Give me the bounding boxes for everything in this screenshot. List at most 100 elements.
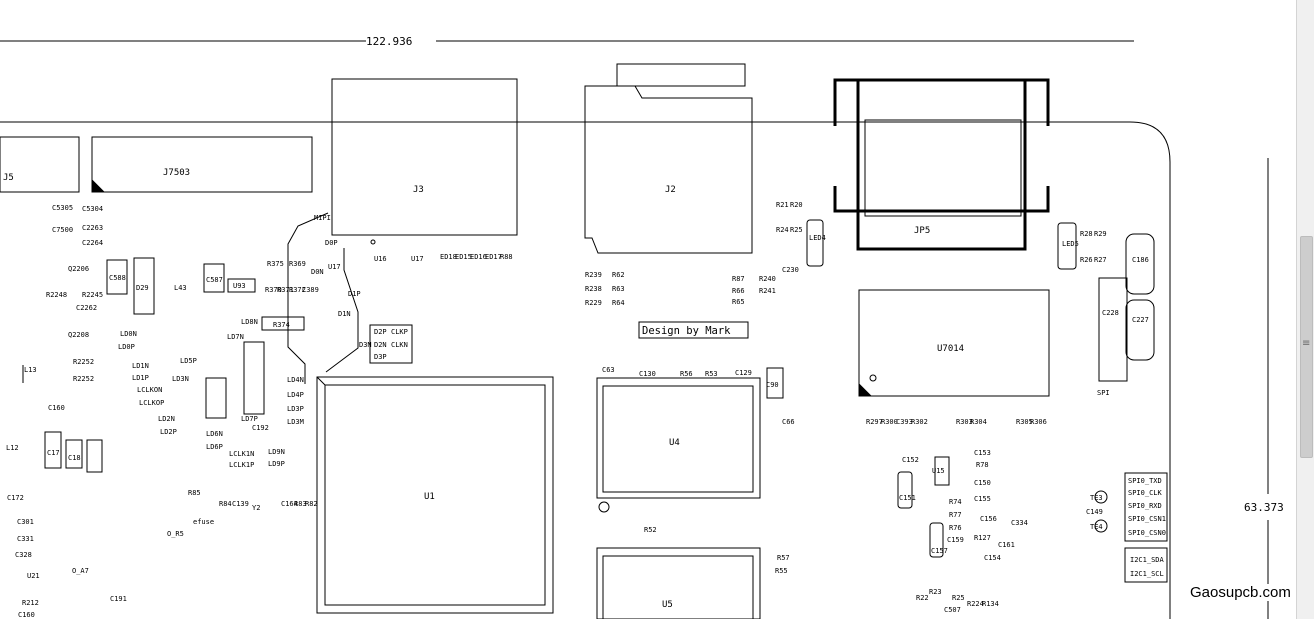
ref-label: I2C1_SDA (1130, 556, 1165, 564)
ref-label: R304 (970, 418, 987, 426)
ref-label: D3N (359, 341, 372, 349)
ref-label: C227 (1132, 316, 1149, 324)
U4-inner (602, 385, 754, 493)
ref-label: R55 (775, 567, 788, 575)
ref-label: LD5P (180, 357, 197, 365)
C157-outline (929, 522, 944, 558)
vertical-scrollbar[interactable]: ≡ (1296, 0, 1314, 619)
ref-label: C63 (602, 366, 615, 374)
ref-label: U15 (932, 467, 945, 475)
ref-label: C130 (639, 370, 656, 378)
J7503-pin1-marker (91, 178, 106, 193)
ref-label: R24 (776, 226, 789, 234)
ref-label: C2263 (82, 224, 103, 232)
ref-label: R241 (759, 287, 776, 295)
ref-label: LD4P (287, 391, 304, 399)
ref-label: C588 (109, 274, 126, 282)
ref-label: SPI0_CSN0 (1128, 529, 1166, 537)
design-note-box (638, 321, 749, 339)
ref-label: LD1N (132, 362, 149, 370)
ref-label: C154 (984, 554, 1001, 562)
ref-label: Q2206 (68, 265, 89, 273)
ref-label: R28 (1080, 230, 1093, 238)
ref-label: Y2 (252, 504, 260, 512)
ref-label: R52 (644, 526, 657, 534)
ref-label: C228 (1102, 309, 1119, 317)
TE3-pad (1094, 490, 1108, 504)
C90-outline (766, 367, 784, 399)
ref-label: U17 (328, 263, 341, 271)
ref-label: I2C1_SCL (1130, 570, 1164, 578)
ref-label: R23 (929, 588, 942, 596)
J7503-outline (91, 136, 313, 193)
ref-label: C17 (47, 449, 60, 457)
mipi-connector (369, 324, 413, 364)
J2-tab (616, 63, 746, 87)
ref-label: R369 (289, 260, 306, 268)
via (370, 239, 376, 245)
ref-label: R300 (881, 418, 898, 426)
ref-label: C155 (974, 495, 991, 503)
ref-label: R29 (1094, 230, 1107, 238)
ref-label: C159 (947, 536, 964, 544)
U4-pin1-circle (598, 501, 610, 513)
ref-label: R229 (585, 299, 602, 307)
ref-label: LED4 (809, 234, 826, 242)
U7014-outline (858, 289, 1050, 397)
ref-label: C18 (68, 454, 81, 462)
ref-label: LD9P (268, 460, 285, 468)
ref-label: R22 (916, 594, 929, 602)
ref-label: O_R5 (167, 530, 184, 538)
ref-label: R82 (305, 500, 318, 508)
ref-label: R305 (1016, 418, 1033, 426)
ref-label: C153 (974, 449, 991, 457)
ref-label: R85 (188, 489, 201, 497)
i2c-header (1124, 547, 1168, 583)
ref-label: R27 (1094, 256, 1107, 264)
ref-label: ED15 (455, 253, 472, 261)
ref-label: LCLKON (137, 386, 162, 394)
ref-label: R53 (705, 370, 718, 378)
ref-label: R83 (294, 500, 307, 508)
U1-outer (316, 376, 554, 614)
ref-label: R56 (680, 370, 693, 378)
ref-label: C129 (735, 369, 752, 377)
ref-label: U16 (374, 255, 387, 263)
ref-label: R240 (759, 275, 776, 283)
ref-label: R238 (585, 285, 602, 293)
ref-label: C172 (7, 494, 24, 502)
ref-label: C230 (782, 266, 799, 274)
ref-label: LD1P (132, 374, 149, 382)
ref-label: R78 (976, 461, 989, 469)
JP5-inner (864, 119, 1022, 217)
ref-label: LCLKOP (139, 399, 164, 407)
ref-label: D0P (325, 239, 338, 247)
ref-label: R65 (732, 298, 745, 306)
ref-label: C161 (998, 541, 1015, 549)
ref-label: LD3M (287, 418, 304, 426)
ref-label: D1N (338, 310, 351, 318)
ref-label: C150 (974, 479, 991, 487)
U7014-dot (869, 374, 877, 382)
ref-label: C66 (782, 418, 795, 426)
C227-outline (1125, 299, 1155, 361)
ref-label: SPI0_RXD (1128, 502, 1162, 510)
ref-label: LD2N (158, 415, 175, 423)
ref-label: R26 (1080, 256, 1093, 264)
scrollbar-grip-icon: ≡ (1302, 338, 1311, 349)
ref-label: LD0N (120, 330, 137, 338)
scrollbar-thumb[interactable] (1300, 236, 1313, 458)
ref-label: C164 (281, 500, 298, 508)
U4-outer (596, 377, 761, 499)
ref-label: C5304 (82, 205, 103, 213)
ref-label: R64 (612, 299, 625, 307)
ref-label: R302 (911, 418, 928, 426)
ref-label: LD6N (206, 430, 223, 438)
design-note: Design by Mark (642, 325, 731, 337)
ref-label: R63 (612, 285, 625, 293)
ref-label: R66 (732, 287, 745, 295)
ref-label: SPI0_CSN1 (1128, 515, 1166, 523)
ref-label: C152 (902, 456, 919, 464)
ref-label: C334 (1011, 519, 1028, 527)
